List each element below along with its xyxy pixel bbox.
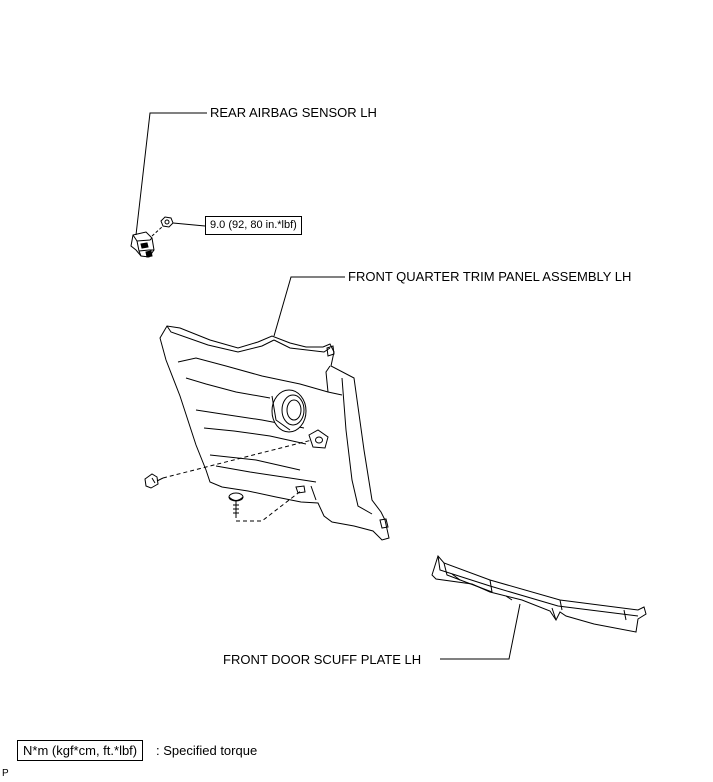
- leader-rear-airbag-sensor: [135, 112, 207, 236]
- label-front-quarter-trim-panel: FRONT QUARTER TRIM PANEL ASSEMBLY LH: [348, 269, 632, 284]
- legend-unit-box: N*m (kgf*cm, ft.*lbf): [17, 740, 144, 761]
- leader-front-door-scuff-plate: [440, 603, 521, 660]
- label-rear-airbag-sensor: REAR AIRBAG SENSOR LH: [210, 105, 377, 120]
- panel-screw: [145, 440, 312, 488]
- leader-front-quarter-trim-panel: [273, 276, 345, 337]
- front-quarter-trim-panel: [160, 326, 389, 540]
- torque-spec-box: 9.0 (92, 80 in.*lbf): [205, 216, 302, 235]
- legend-description: : Specified torque: [156, 743, 258, 758]
- corner-mark: P: [2, 768, 9, 779]
- label-front-door-scuff-plate: FRONT DOOR SCUFF PLATE LH: [223, 652, 422, 667]
- front-door-scuff-plate: [432, 556, 646, 632]
- panel-clip: [229, 490, 302, 521]
- sensor-nut: [161, 217, 205, 227]
- rear-airbag-sensor: [131, 227, 162, 257]
